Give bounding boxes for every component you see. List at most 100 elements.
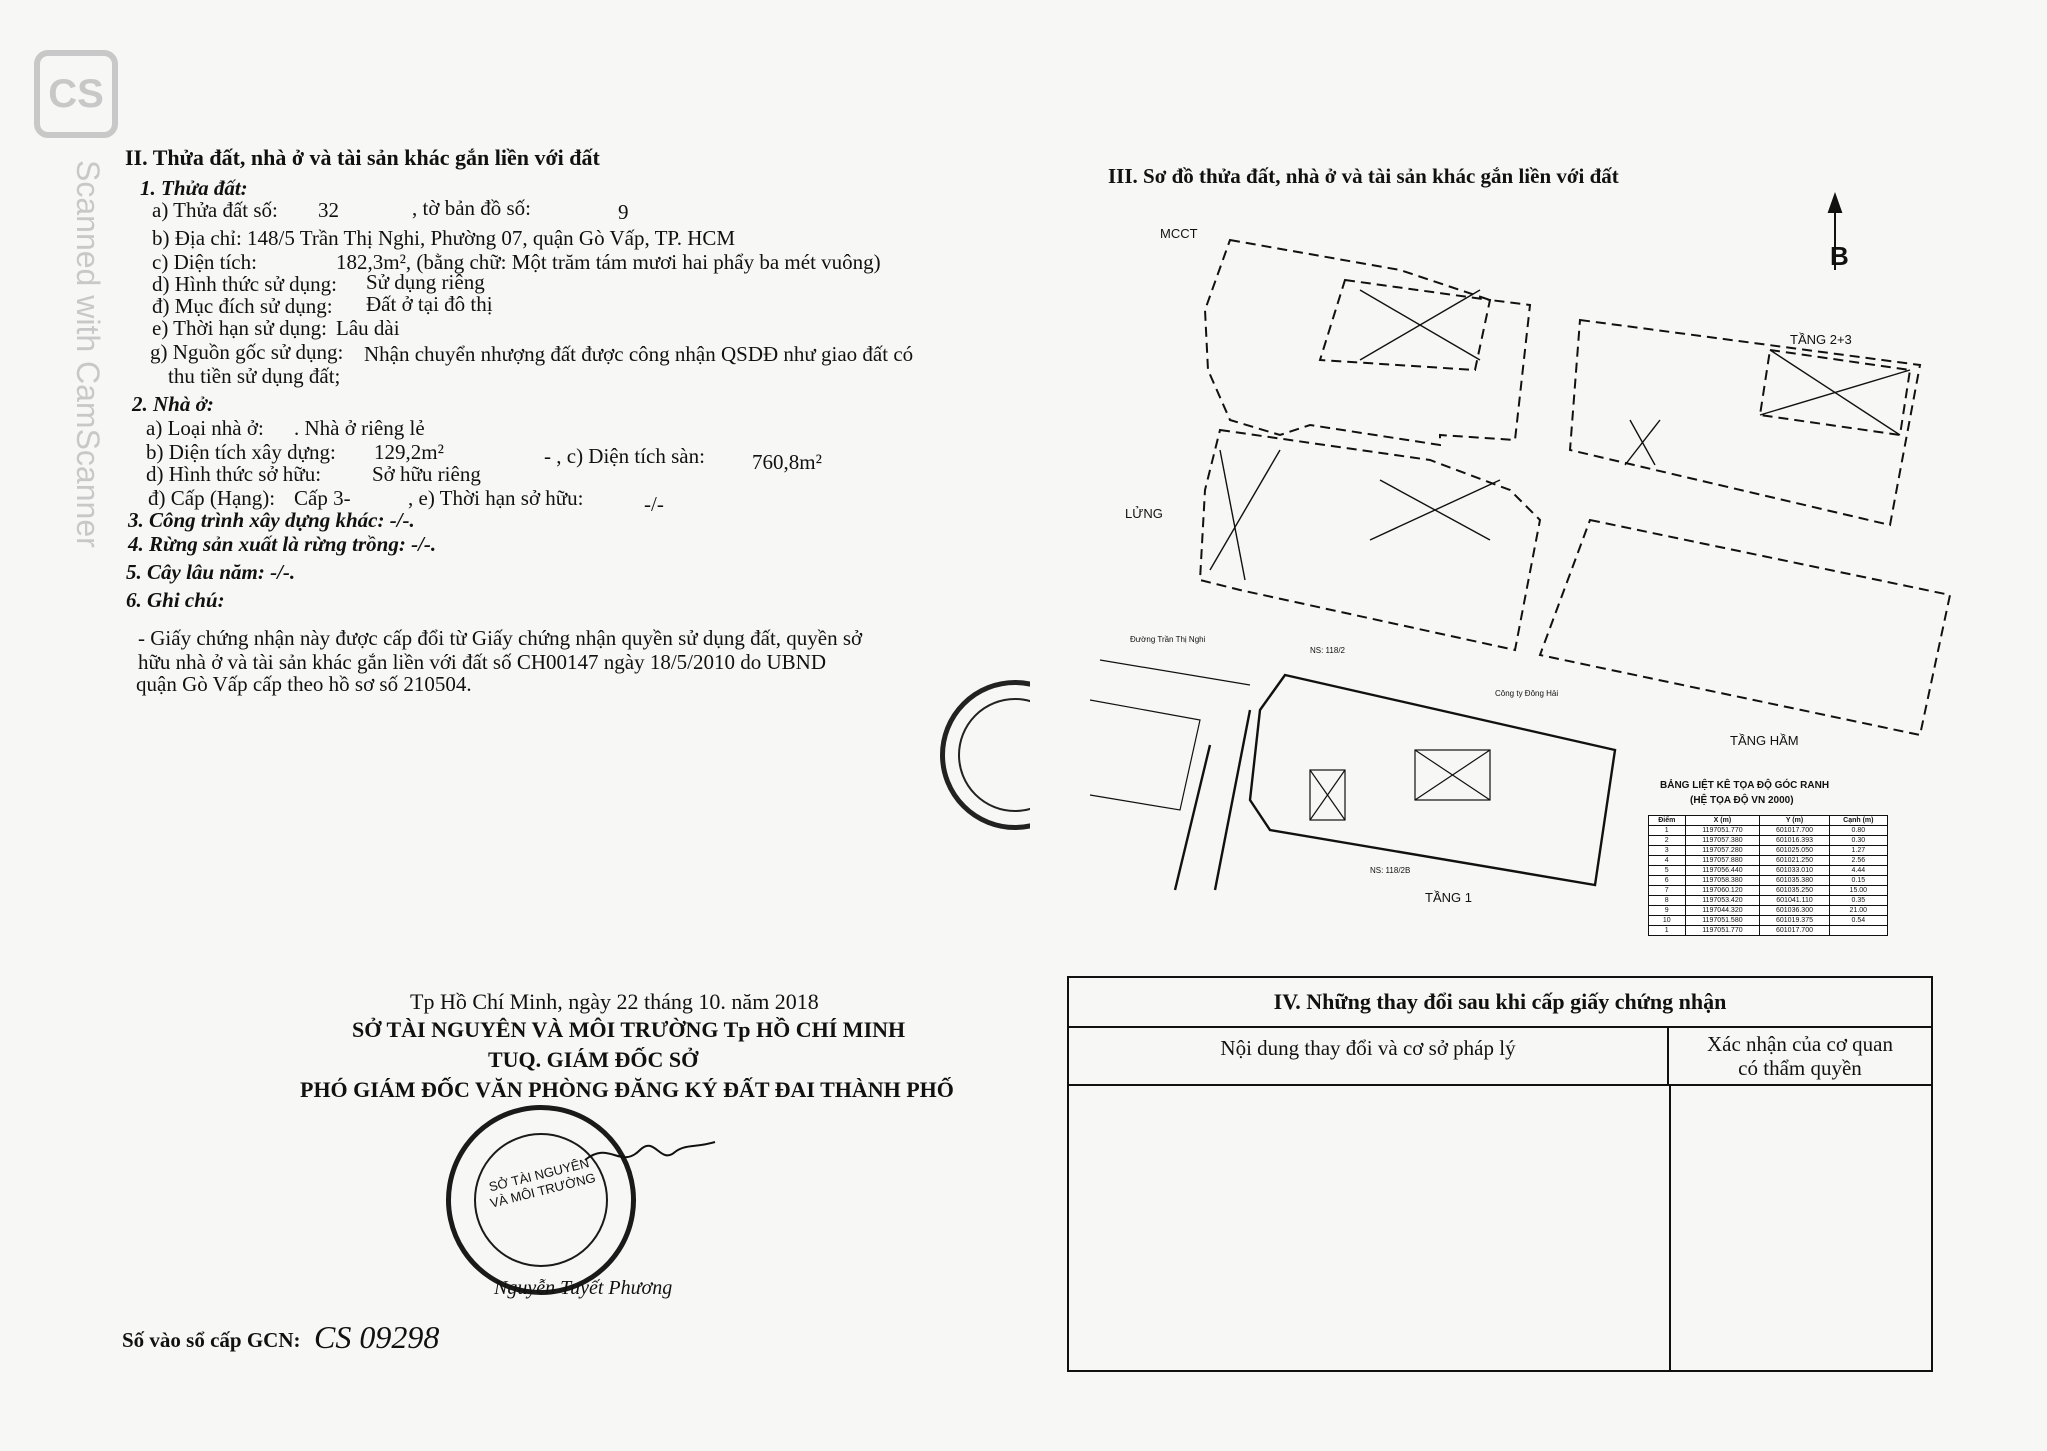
- coord-cell: 2: [1648, 835, 1686, 846]
- coord-cell: 1: [1648, 825, 1686, 836]
- coord-cell: 601035.250: [1759, 885, 1830, 896]
- coord-cell: 1197058.380: [1684, 875, 1761, 886]
- partial-seal: [940, 680, 1030, 830]
- map-sheet-value: 9: [618, 200, 629, 224]
- usage-term-value: Lâu dài: [336, 316, 400, 340]
- coord-cell: 0.35: [1828, 895, 1889, 906]
- land-heading: 1. Thửa đất:: [140, 176, 248, 200]
- usage-purpose-value: Đất ở tại đô thị: [366, 292, 493, 316]
- col2-line-2: có thẩm quyền: [1738, 1056, 1862, 1080]
- floor-lung-outline: [1198, 428, 1542, 652]
- coord-cell: 4.44: [1828, 865, 1889, 876]
- floor-basement-outline: [1538, 518, 1952, 737]
- label-tang-1: TẦNG 1: [1425, 890, 1472, 905]
- ownership-form-label: d) Hình thức sở hữu:: [146, 462, 322, 486]
- label-tang-ham: TẦNG HẦM: [1730, 733, 1799, 748]
- section3-title: III. Sơ đồ thửa đất, nhà ở và tài sản kh…: [1108, 164, 1619, 188]
- coord-header-cell: Cạnh (m): [1828, 815, 1889, 826]
- section4-changes-table: IV. Những thay đổi sau khi cấp giấy chứn…: [1067, 976, 1933, 1372]
- coord-cell: 601016.393: [1759, 835, 1830, 846]
- coord-cell: 1197056.440: [1684, 865, 1761, 876]
- coord-cell: 1197044.320: [1684, 905, 1761, 916]
- area-value: 182,3m², (bằng chữ: Một trăm tám mươi ha…: [336, 250, 881, 274]
- camscanner-watermark-text: Scanned with CamScanner: [70, 160, 106, 548]
- label-street: Đường Trần Thị Nghi: [1130, 635, 1206, 644]
- usage-purpose-label: đ) Mục đích sử dụng:: [152, 294, 333, 318]
- coord-cell: 1197051.580: [1684, 915, 1761, 926]
- parcel-sketch: MCCT LỬNG TẦNG 2+3 TẦNG HẦM TẦNG 1 B Côn…: [1070, 190, 1990, 970]
- coord-cell: 0.30: [1828, 835, 1889, 846]
- item-perennial-trees: 5. Cây lâu năm: -/-.: [126, 560, 296, 584]
- coord-cell: 1197053.420: [1684, 895, 1761, 906]
- column-divider: [1669, 1086, 1671, 1370]
- reg-number-value: CS 09298: [314, 1319, 440, 1355]
- label-ns-1: NS: 118/2: [1310, 646, 1346, 655]
- coord-cell: 1197060.120: [1684, 885, 1761, 896]
- note-line-1: - Giấy chứng nhận này được cấp đổi từ Gi…: [138, 626, 863, 650]
- grade-label: đ) Cấp (Hạng):: [148, 486, 276, 510]
- floor-area-label: - , c) Diện tích sàn:: [544, 444, 705, 468]
- build-area-label: b) Diện tích xây dựng:: [146, 440, 336, 464]
- coord-cell: 21.00: [1828, 905, 1889, 916]
- section2-title: II. Thửa đất, nhà ở và tài sản khác gắn …: [125, 145, 600, 170]
- coord-cell: 601035.380: [1759, 875, 1830, 886]
- signature-scribble: [584, 1141, 716, 1161]
- coord-cell: 2.56: [1828, 855, 1889, 866]
- col2-line-1: Xác nhận của cơ quan: [1706, 1032, 1894, 1056]
- label-mcct: MCCT: [1160, 226, 1198, 241]
- area-label: c) Diện tích:: [152, 250, 257, 274]
- address-line: b) Địa chỉ: 148/5 Trần Thị Nghi, Phường …: [152, 226, 736, 250]
- notes-heading: 6. Ghi chú:: [126, 588, 225, 612]
- coord-header-cell: X (m): [1684, 815, 1761, 826]
- parcel-number-label: a) Thửa đất số:: [152, 198, 278, 222]
- house-type-label: a) Loại nhà ở:: [146, 416, 264, 440]
- coord-cell: 10: [1648, 915, 1686, 926]
- coord-cell: 1: [1648, 925, 1686, 936]
- coord-cell: 601019.375: [1759, 915, 1830, 926]
- coord-cell: [1828, 925, 1889, 936]
- coord-cell: 6: [1648, 875, 1686, 886]
- build-area-value: 129,2m²: [374, 440, 444, 464]
- label-neighbor: Công ty Đông Hải: [1495, 689, 1558, 698]
- coord-header-cell: Y (m): [1759, 815, 1830, 826]
- parcel-number-value: 32: [318, 198, 339, 222]
- ownership-term-value: -/-: [644, 492, 664, 516]
- coord-cell: 7: [1648, 885, 1686, 896]
- signer-name: Nguyễn Tuyết Phương: [494, 1277, 673, 1299]
- date-line: Tp Hồ Chí Minh, ngày 22 tháng 10. năm 20…: [410, 989, 819, 1014]
- map-sheet-label: , tờ bản đồ số:: [412, 196, 532, 220]
- item-planted-forest: 4. Rừng sản xuất là rừng trồng: -/-.: [128, 532, 437, 556]
- note-line-2: hữu nhà ở và tài sản khác gắn liền với đ…: [138, 650, 826, 674]
- house-type-value: . Nhà ở riêng lẻ: [294, 416, 425, 440]
- coord-table-subtitle: (HỆ TỌA ĐỘ VN 2000): [1690, 795, 1794, 806]
- label-ns-2: NS: 118/2B: [1370, 866, 1410, 875]
- item-other-works: 3. Công trình xây dựng khác: -/-.: [128, 508, 415, 532]
- usage-origin-value: Nhận chuyển nhượng đất được công nhận QS…: [364, 342, 914, 366]
- coord-cell: 1197051.770: [1684, 825, 1761, 836]
- coord-cell: 0.80: [1828, 825, 1889, 836]
- floor-area-value: 760,8m²: [752, 450, 822, 474]
- col-authority-confirmation: Xác nhận của cơ quan có thẩm quyền: [1669, 1026, 1931, 1086]
- usage-form-label: d) Hình thức sử dụng:: [152, 272, 337, 296]
- note-line-3: quận Gò Vấp cấp theo hồ sơ số 210504.: [136, 672, 472, 696]
- coord-cell: 601025.050: [1759, 845, 1830, 856]
- coord-cell: 3: [1648, 845, 1686, 856]
- coord-cell: 601033.010: [1759, 865, 1830, 876]
- usage-form-value: Sử dụng riêng: [366, 270, 485, 294]
- coord-cell: 5: [1648, 865, 1686, 876]
- coord-cell: 8: [1648, 895, 1686, 906]
- reg-number-label: Số vào sổ cấp GCN:: [122, 1328, 301, 1352]
- coord-cell: 4: [1648, 855, 1686, 866]
- coord-cell: 1197057.380: [1684, 835, 1761, 846]
- coord-cell: 1.27: [1828, 845, 1889, 856]
